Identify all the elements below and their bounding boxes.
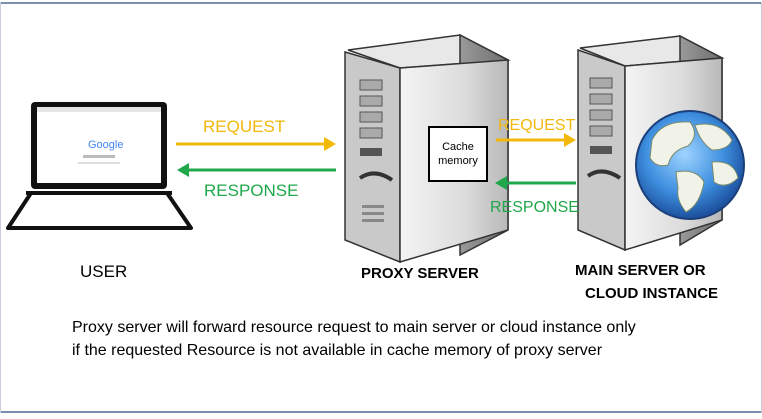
main-server-label-line1: MAIN SERVER OR: [575, 262, 706, 279]
request-label-left: REQUEST: [203, 117, 286, 136]
response-arrow-left: [177, 163, 336, 177]
caption-line1: Proxy server will forward resource reque…: [72, 319, 636, 336]
request-arrow-left: [176, 137, 336, 151]
google-logo: Google: [88, 139, 124, 151]
user-label: USER: [80, 262, 128, 281]
response-label-left: RESPONSE: [204, 181, 299, 200]
caption: Proxy server will forward resource reque…: [72, 316, 752, 362]
caption-line2: if the requested Resource is not availab…: [72, 342, 603, 359]
frame-border-bottom: [0, 411, 762, 413]
laptop-icon: [6, 102, 193, 230]
proxy-server-label: PROXY SERVER: [361, 265, 479, 282]
cache-label-line1: Cache: [442, 141, 474, 153]
response-label-right: RESPONSE: [490, 199, 579, 216]
main-server-label-line2: CLOUD INSTANCE: [585, 285, 719, 302]
request-arrow-right: [496, 133, 576, 147]
frame-border-top: [0, 2, 762, 4]
request-label-right: REQUEST: [498, 117, 576, 134]
cache-label-line2: memory: [438, 155, 478, 167]
response-arrow-right: [495, 176, 576, 190]
globe-icon: [635, 110, 745, 220]
frame-border-left: [0, 2, 1, 413]
cache-memory-box: Cache memory: [428, 126, 488, 182]
